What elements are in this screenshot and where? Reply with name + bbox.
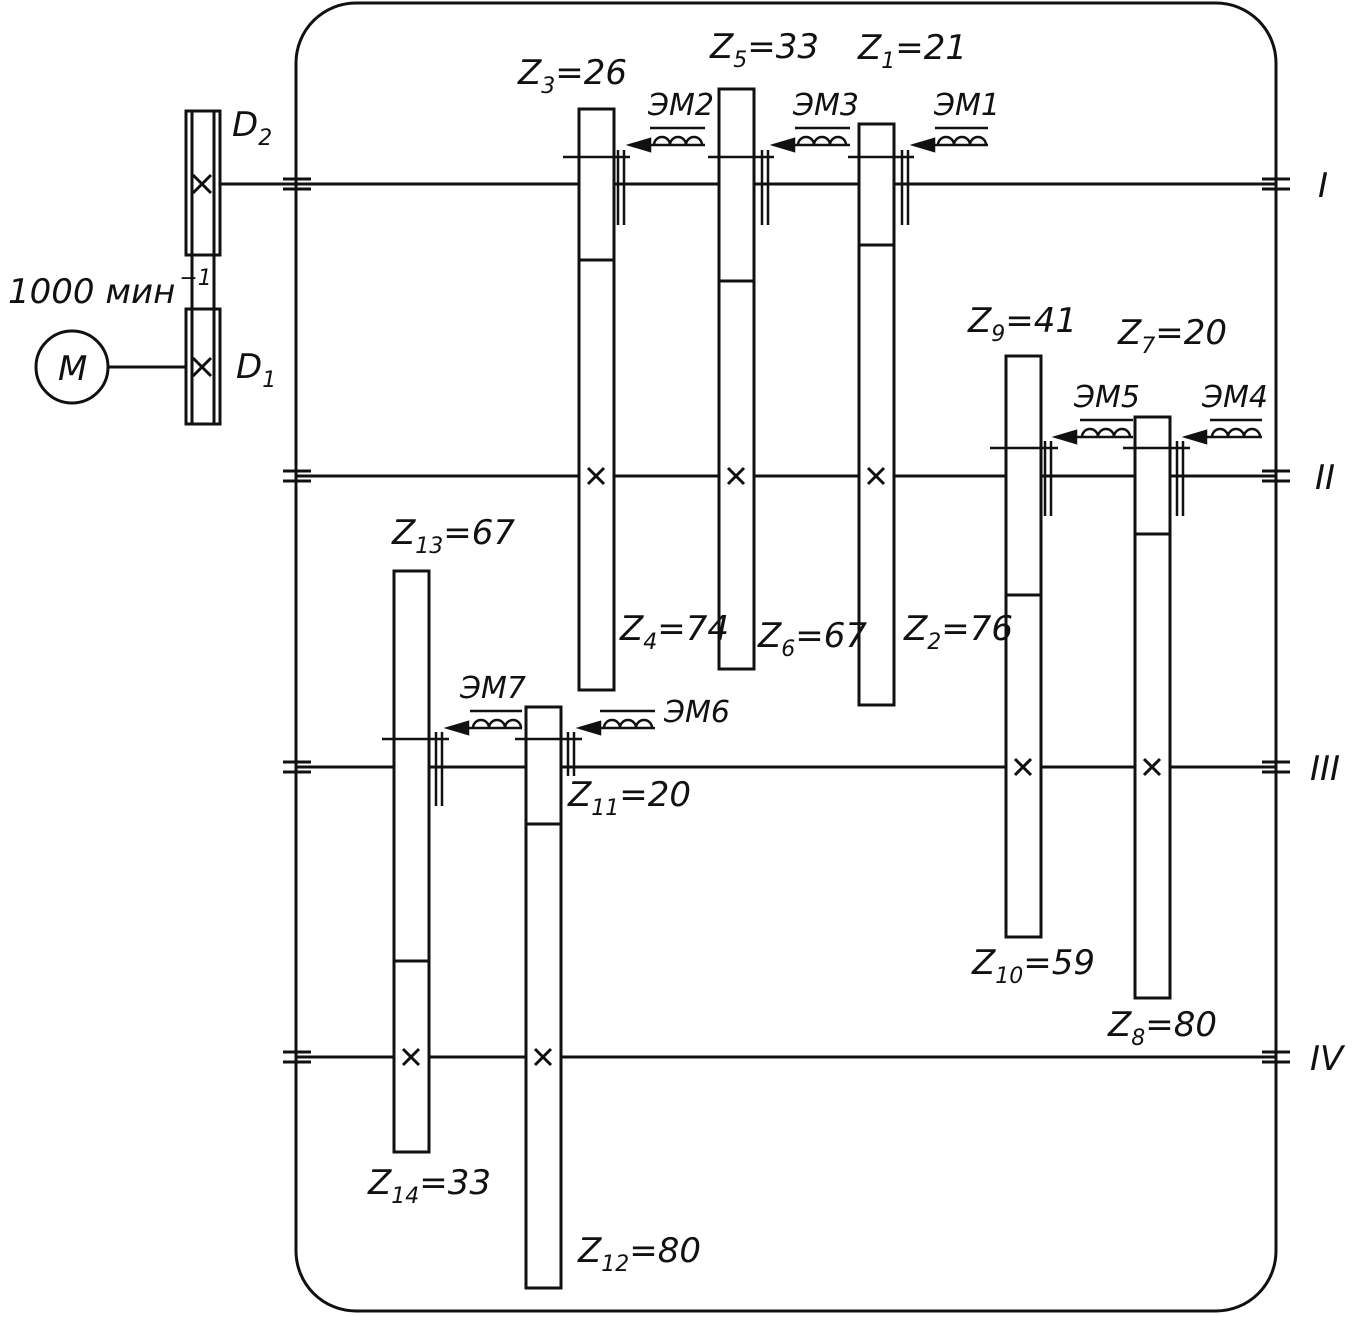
clutch-em2-symbol xyxy=(625,126,705,153)
gear-label-z9: Z9=41 xyxy=(967,301,1077,347)
shaft-label-3: III xyxy=(1310,749,1340,789)
clutch-em3-symbol xyxy=(769,126,850,153)
clutch-label-em1: ЭМ1 xyxy=(933,88,1000,123)
clutch-symbols xyxy=(443,126,1262,736)
gear-block-z5-z6 xyxy=(717,87,756,671)
bearings xyxy=(283,177,1290,1064)
bearing-right-4 xyxy=(1262,1050,1290,1064)
bearing-right-2 xyxy=(1262,469,1290,483)
gear-label-z13: Z13=67 xyxy=(391,513,515,559)
gear-label-z10: Z10=59 xyxy=(971,943,1095,989)
gear-label-z8: Z8=80 xyxy=(1107,1005,1217,1051)
clutch-label-em6: ЭМ6 xyxy=(663,695,730,730)
bearing-right-3 xyxy=(1262,760,1290,774)
gear-label-z12: Z12=80 xyxy=(577,1231,701,1277)
shaft-label-4: IV xyxy=(1310,1039,1346,1079)
gear-blocks xyxy=(392,87,1172,1290)
pulley-d2-label: D2 xyxy=(232,105,272,151)
clutch-em7-symbol xyxy=(443,709,523,736)
gear-label-z1: Z1=21 xyxy=(857,28,967,74)
shaft-label-2: II xyxy=(1315,458,1335,498)
clutch-em1-symbol xyxy=(909,126,988,153)
gear-label-z5: Z5=33 xyxy=(709,27,819,73)
gear-label-z11: Z11=20 xyxy=(567,775,691,821)
clutch-label-em7: ЭМ7 xyxy=(459,671,526,706)
bearing-left-4 xyxy=(283,1050,311,1064)
clutch-em6-symbol xyxy=(575,709,655,736)
gear-label-z14: Z14=33 xyxy=(367,1163,491,1209)
gear-block-z9-z10 xyxy=(1004,354,1043,939)
gear-label-z4: Z4=74 xyxy=(619,609,729,655)
motor-drive xyxy=(34,109,222,426)
bearing-left-3 xyxy=(283,760,311,774)
gearbox-housing xyxy=(294,1,1278,1313)
bearing-left-2 xyxy=(283,469,311,483)
gear-block-z3-z4 xyxy=(577,107,616,692)
bearing-left-1 xyxy=(283,177,311,191)
pulley-d1-label: D1 xyxy=(236,347,276,393)
gear-label-z3: Z3=26 xyxy=(517,53,627,99)
gear-block-z7-z8 xyxy=(1133,415,1172,1000)
clutch-em5-symbol xyxy=(1051,418,1133,445)
gear-label-z7: Z7=20 xyxy=(1117,313,1227,359)
gear-block-z11-z12 xyxy=(524,705,563,1290)
clutch-collars xyxy=(382,150,1190,806)
motor-speed: 1000 мин−1 xyxy=(8,266,212,312)
gear-label-z6: Z6=67 xyxy=(757,616,867,662)
clutch-label-em5: ЭМ5 xyxy=(1073,380,1140,415)
clutch-em4-symbol xyxy=(1181,418,1262,445)
clutch-label-em4: ЭМ4 xyxy=(1201,380,1268,415)
gear-label-z2: Z2=76 xyxy=(903,609,1013,655)
shaft-label-1: I xyxy=(1318,166,1328,206)
clutch-label-em2: ЭМ2 xyxy=(647,88,714,123)
clutch-label-em3: ЭМ3 xyxy=(792,88,859,123)
motor-label: M xyxy=(58,349,87,389)
gear-block-z1-z2 xyxy=(857,122,896,707)
bearing-right-1 xyxy=(1262,177,1290,191)
gear-block-z13-z14 xyxy=(392,569,431,1154)
